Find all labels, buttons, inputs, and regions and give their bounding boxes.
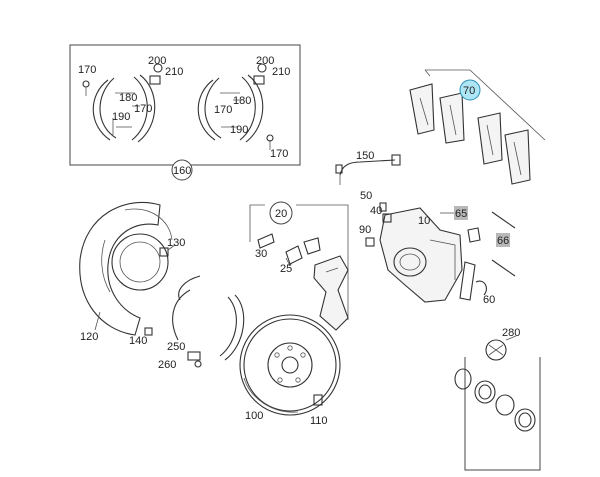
screw-110 [313, 394, 323, 406]
label-50: 50 [360, 190, 372, 202]
label-66: 66 [497, 235, 509, 247]
callout-labels: 170 200 210 180 170 190 200 210 180 170 … [78, 55, 520, 427]
label-100: 100 [245, 410, 263, 422]
brake-caliper [379, 207, 463, 303]
seal-ring-1 [454, 368, 472, 390]
label-25: 25 [280, 263, 292, 275]
label-250: 250 [167, 341, 185, 353]
label-70: 70 [463, 85, 475, 97]
seal-ring-4 [514, 408, 536, 432]
guide-pin-25 [285, 245, 303, 265]
label-160: 160 [173, 165, 191, 177]
label-120: 120 [80, 331, 98, 343]
label-110: 110 [310, 415, 328, 427]
brake-pads-group [409, 69, 546, 185]
bolt-140 [144, 327, 153, 336]
callout-70-circle [459, 79, 481, 101]
label-190-b: 190 [230, 124, 248, 136]
brake-shoe-right-b [245, 74, 264, 143]
brake-pad-2 [439, 92, 465, 144]
label-140: 140 [129, 335, 147, 347]
parking-brake-kit-group [69, 44, 301, 181]
brake-shoe-left-b [137, 74, 156, 143]
callout-20-circle [269, 201, 293, 225]
clip-60 [459, 261, 476, 301]
parking-shoes-group [172, 275, 245, 368]
label-200-a: 200 [148, 55, 166, 67]
seal-ring-2 [474, 380, 496, 404]
pin-66 [491, 211, 516, 229]
cap-40 [382, 213, 392, 223]
clips-group [440, 206, 516, 301]
dust-shield-group [79, 201, 176, 336]
brake-pad-1 [409, 83, 435, 135]
caliper-group [365, 202, 463, 303]
label-170-a: 170 [78, 64, 96, 76]
label-170-c: 170 [214, 104, 232, 116]
label-150: 150 [356, 150, 374, 162]
seal-ring-3 [495, 394, 515, 416]
label-10: 10 [418, 215, 430, 227]
label-260: 260 [158, 359, 176, 371]
label-280: 280 [502, 327, 520, 339]
label-90: 90 [359, 224, 371, 236]
adjuster-210b [253, 75, 265, 85]
label-20: 20 [275, 208, 287, 220]
label-130: 130 [167, 237, 185, 249]
shield-hub-ring [111, 233, 169, 291]
brake-shoe-left-a [92, 79, 111, 141]
label-180-b: 180 [233, 95, 251, 107]
label-210-b: 210 [272, 66, 290, 78]
label-60: 60 [483, 294, 495, 306]
wear-sensor-group [335, 154, 401, 185]
label-170-b: 170 [134, 103, 152, 115]
disc-hub [267, 342, 313, 388]
label-200-b: 200 [256, 55, 274, 67]
label-190-a: 190 [112, 111, 130, 123]
bleeder-50 [379, 202, 387, 212]
shoe-left [172, 289, 191, 341]
brake-disc-group [239, 314, 341, 416]
spring-260 [194, 360, 202, 368]
adjuster-200b [257, 63, 267, 73]
callout-160-circle [171, 159, 193, 181]
caliper-bracket-group [249, 201, 349, 331]
bolt-90 [365, 237, 375, 247]
adjuster-200a [153, 63, 163, 73]
shoe-right [224, 294, 245, 361]
bolt-130 [159, 247, 169, 257]
seal-kit-icon [485, 339, 507, 361]
guide-pin-30 [257, 233, 275, 249]
label-180-a: 180 [119, 92, 137, 104]
adjuster-250 [187, 351, 201, 361]
label-210-a: 210 [165, 66, 183, 78]
label-65: 65 [455, 208, 467, 220]
brake-disc-outer [239, 314, 341, 416]
label-30: 30 [255, 248, 267, 260]
callout-66-box [496, 233, 510, 247]
adjuster-210a [149, 75, 161, 85]
label-40: 40 [370, 205, 382, 217]
callout-65-box [454, 206, 468, 220]
label-170-d: 170 [270, 148, 288, 160]
caliper-bracket [313, 255, 349, 331]
brake-shoe-right-a [197, 79, 216, 141]
dust-shield [79, 201, 161, 336]
wear-sensor-cable [339, 159, 396, 176]
seal-kit-group [454, 335, 541, 471]
shoe-upper [178, 275, 201, 301]
caliper-piston [393, 247, 427, 277]
